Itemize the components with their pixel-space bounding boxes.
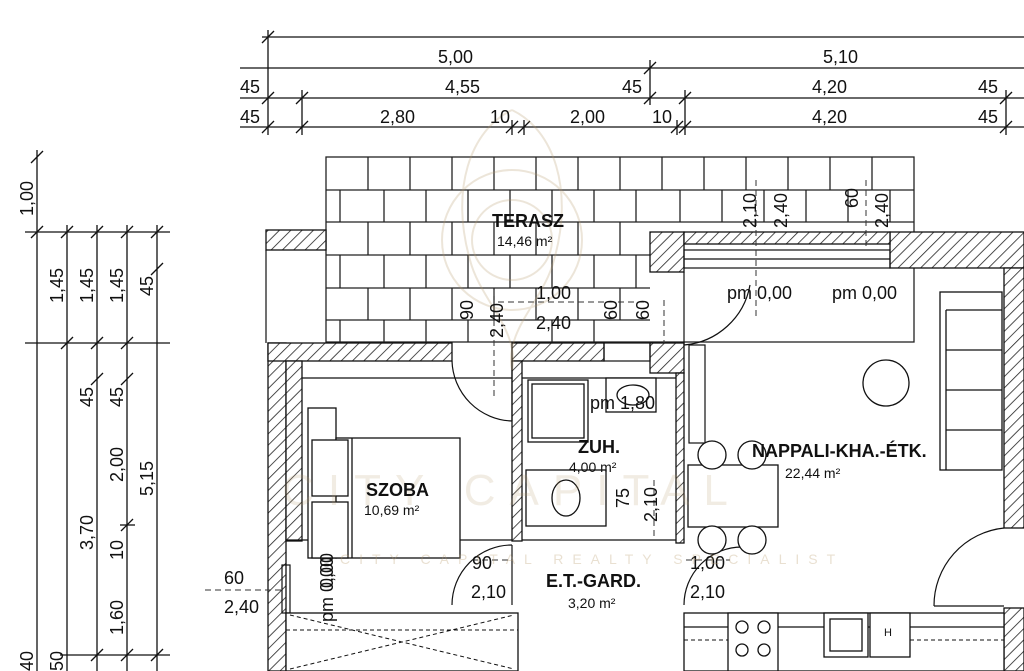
dim-top-10b: 10 xyxy=(652,107,673,127)
room-name-nappali: NAPPALI-KHA.-ÉTK. xyxy=(752,441,927,461)
counter-marks xyxy=(286,614,1004,670)
dim-top-280: 2,80 xyxy=(380,107,416,127)
dim-left-145b: 1,45 xyxy=(77,267,97,303)
opening-window-left-000: 0,00 xyxy=(317,552,337,588)
room-area-terasz: 14,46 m² xyxy=(497,233,553,249)
dim-left-50: 50 xyxy=(47,650,67,671)
dim-left-100: 1,00 xyxy=(17,180,37,216)
dim-left-45a: 45 xyxy=(77,386,97,407)
opening-window-left-60: 60 xyxy=(224,568,245,588)
dim-left-145a: 1,45 xyxy=(47,267,67,303)
dim-left-45top: 45 xyxy=(137,275,157,296)
section-lines xyxy=(205,180,867,591)
opening-terrace-90: 90 xyxy=(457,299,477,320)
dim-top-45c: 45 xyxy=(978,77,999,97)
opening-bedroom-210: 2,10 xyxy=(471,582,507,602)
dim-top-420b: 4,20 xyxy=(812,107,848,127)
furniture xyxy=(285,291,1005,671)
opening-window2-60: 60 xyxy=(842,187,862,208)
opening-window2-240: 2,40 xyxy=(872,192,892,228)
dim-top-45d: 45 xyxy=(240,107,261,127)
dim-top-45e: 45 xyxy=(978,107,999,127)
opening-gard-210: 2,10 xyxy=(690,582,726,602)
room-area-szoba: 10,69 m² xyxy=(364,502,420,518)
room-name-zuh: ZUH. xyxy=(578,437,620,457)
level-terrace-right: pm 0,00 xyxy=(832,283,898,303)
dim-left-145c: 1,45 xyxy=(107,267,127,303)
opening-bath-75: 75 xyxy=(613,487,633,508)
left-dimension-lines xyxy=(25,150,170,671)
room-name-etgard: E.T.-GARD. xyxy=(546,571,642,591)
dim-left-370: 3,70 xyxy=(77,514,97,550)
dim-top-45b: 45 xyxy=(622,77,643,97)
watermark-caption: CITY CAPITAL REALTY SPECIALIST xyxy=(340,551,845,567)
dim-top-45a: 45 xyxy=(240,77,261,97)
room-name-terasz: TERASZ xyxy=(492,211,564,231)
opening-window-left-240: 2,40 xyxy=(224,597,260,617)
dim-top-200: 2,00 xyxy=(570,107,606,127)
opening-window1-210: 2,10 xyxy=(740,192,760,228)
level-terrace-left: pm 0,00 xyxy=(727,283,793,303)
room-area-etgard: 3,20 m² xyxy=(568,595,616,611)
watermark-text: CITY CAPITAL xyxy=(282,466,742,515)
dim-top-510: 5,10 xyxy=(823,47,859,67)
dim-left-45b: 45 xyxy=(107,386,127,407)
dim-top-455: 4,55 xyxy=(445,77,481,97)
opening-terrace-240v: 2,40 xyxy=(487,302,507,338)
room-area-nappali: 22,44 m² xyxy=(785,465,841,481)
opening-terrace-60b: 60 xyxy=(633,299,653,320)
opening-bedroom-90: 90 xyxy=(472,553,493,573)
dim-top-500: 5,00 xyxy=(438,47,474,67)
dim-left-200: 2,00 xyxy=(107,446,127,482)
opening-terrace-h: 2,40 xyxy=(536,313,572,333)
opening-terrace-w: 1,00 xyxy=(536,283,572,303)
opening-terrace-60a: 60 xyxy=(601,299,621,320)
dim-left-10: 10 xyxy=(107,539,127,560)
appliance-label: H xyxy=(884,627,892,639)
opening-gard-100: 1,00 xyxy=(690,553,726,573)
dim-left-515: 5,15 xyxy=(137,460,157,496)
dim-left-40: 40 xyxy=(17,650,37,671)
doors xyxy=(451,272,1005,607)
watermark-logo xyxy=(441,109,583,371)
level-bath: pm 1,80 xyxy=(590,393,656,413)
opening-window1-240: 2,40 xyxy=(771,192,791,228)
dim-left-160: 1,60 xyxy=(107,599,127,635)
room-area-zuh: 4,00 m² xyxy=(569,459,617,475)
dim-top-10a: 10 xyxy=(490,107,511,127)
dim-top-420a: 4,20 xyxy=(812,77,848,97)
opening-bath-210: 2,10 xyxy=(641,486,661,522)
room-name-szoba: SZOBA xyxy=(366,480,429,500)
top-dimension-lines xyxy=(240,30,1024,135)
exterior-walls xyxy=(265,229,1024,671)
